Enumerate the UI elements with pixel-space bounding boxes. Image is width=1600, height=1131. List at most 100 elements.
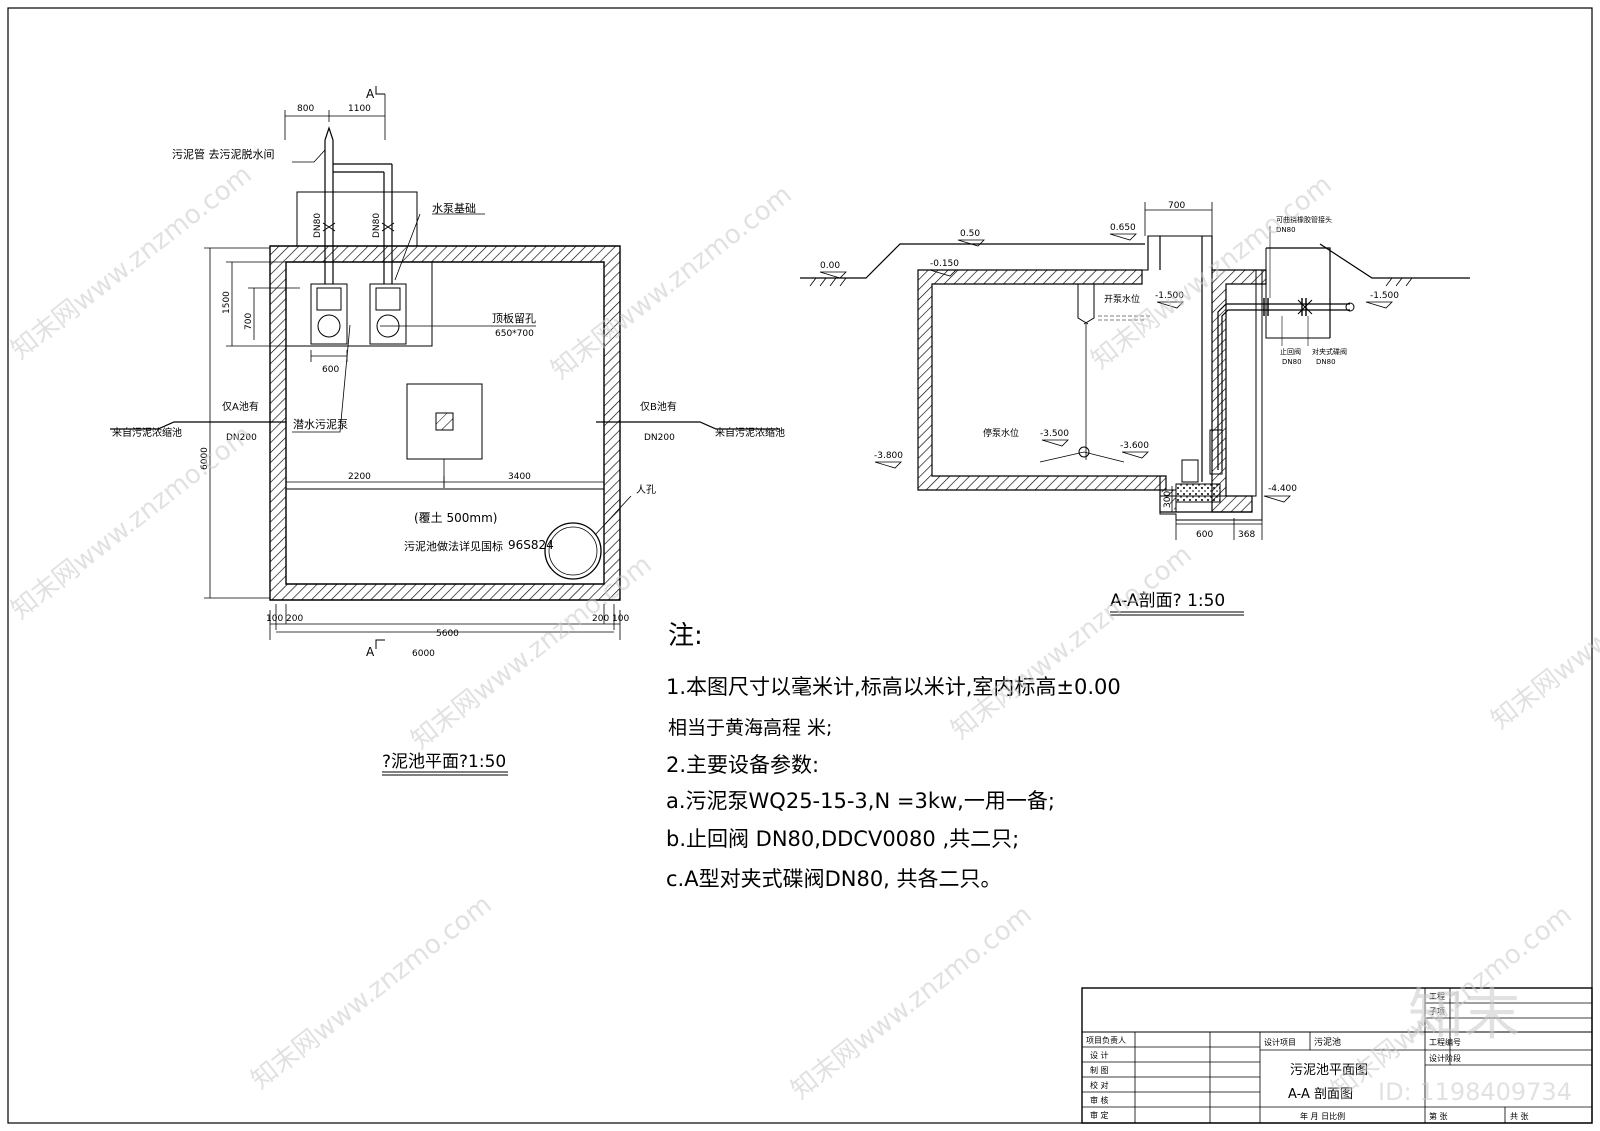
brand-id: ID: 1198409734 (1378, 1078, 1572, 1106)
elev-0-50: 0.50 (960, 229, 980, 239)
plan-view (110, 86, 780, 776)
roof-opening (406, 383, 483, 460)
section-view (800, 202, 1470, 616)
inlet-left-dn: DN200 (226, 433, 257, 443)
inlet-right-dn: DN200 (644, 433, 675, 443)
dim-300: 300 (1163, 491, 1173, 508)
elev-minus-3-600: -3.600 (1120, 441, 1149, 451)
dim-600: 600 (322, 365, 339, 375)
inlet-left-from: 来自污泥浓缩池 (112, 426, 182, 439)
dim-1500: 1500 (222, 291, 232, 314)
tb-approve: 审 定 (1090, 1110, 1109, 1120)
note-line-6: c.A型对夹式碟阀DN80, 共各二只。 (666, 867, 1002, 891)
tb-design-item-label: 设计项目 (1264, 1037, 1296, 1047)
note-line-4: a.污泥泵WQ25-15-3,N =3kw,一用一备; (666, 789, 1055, 813)
dn80-left: DN80 (313, 213, 323, 238)
inlet-left-note: 仅A池有 (222, 400, 259, 413)
section-dim-700: 700 (1168, 201, 1185, 211)
elev-0-650: 0.650 (1110, 223, 1136, 233)
notes: 注: 1.本图尺寸以毫米计,标高以米计,室内标高±0.00 相当于黄海高程 米;… (666, 621, 1121, 891)
tb-project-lead: 项目负责人 (1086, 1035, 1126, 1045)
dim-2200: 2200 (348, 472, 371, 482)
tb-drawing-name-2: A-A 剖面图 (1288, 1087, 1353, 1102)
dims-bottom-right: 200 100 (592, 614, 629, 624)
note-line-5: b.止回阀 DN80,DDCV0080 ,共二只; (666, 827, 1019, 851)
tb-sub-project: 子项 (1429, 1007, 1445, 1016)
dim-5600: 5600 (436, 629, 459, 639)
tb-design-item: 污泥池 (1314, 1036, 1341, 1048)
stop-level-label: 停泵水位 (983, 427, 1019, 439)
hose-dn: DN80 (1276, 226, 1296, 234)
dim-6000-v: 6000 (200, 447, 210, 470)
plan-title: ?泥池平面?1:50 (382, 752, 506, 772)
title-block (1081, 987, 1593, 1124)
tb-work-no: 工程编号 (1429, 1037, 1461, 1047)
svg-text:知末网www.znzmo.com: 知末网www.znzmo.com (246, 890, 498, 1096)
tb-date-scale: 年 月 日比例 (1300, 1111, 1345, 1121)
tb-engineering: 工程 (1429, 992, 1445, 1001)
elev-minus-3-500: -3.500 (1040, 429, 1069, 439)
brand-logo: 知末 (1408, 983, 1520, 1048)
method-note: 污泥池做法详见国标 (404, 539, 503, 553)
tb-total: 共 张 (1510, 1112, 1529, 1121)
tb-design: 设 计 (1090, 1050, 1109, 1060)
roof-opening-label: 顶板留孔 (492, 311, 536, 325)
dim-3400: 3400 (508, 472, 531, 482)
roof-opening-size: 650*700 (495, 329, 534, 339)
dim-700: 700 (244, 313, 254, 330)
svg-text:知末网www.znzmo.com: 知末网www.znzmo.com (546, 180, 798, 386)
tb-design-stage: 设计阶段 (1429, 1053, 1461, 1063)
elev-0-00: 0.00 (820, 261, 840, 271)
pipe-note: 污泥管 去污泥脱水间 (172, 147, 275, 161)
dim-6000-h: 6000 (412, 649, 435, 659)
hose-joint-label: 可曲挠橡胶管接头 (1276, 215, 1332, 224)
butterfly-valve-label: 对夹式碟阀 (1312, 347, 1347, 356)
svg-text:知末网www.znzmo.com: 知末网www.znzmo.com (6, 420, 258, 626)
section-pump (1181, 459, 1199, 483)
tb-review: 审 核 (1090, 1095, 1109, 1105)
svg-text:知末网www.znzmo.com: 知末网www.znzmo.com (786, 900, 1038, 1106)
submersible-pump-label: 潜水污泥泵 (293, 417, 348, 431)
elev-minus-1-500-in: -1.500 (1155, 291, 1184, 301)
svg-text:知末网www.znzmo.com: 知末网www.znzmo.com (946, 540, 1198, 746)
elev-minus-0-150: -0.150 (930, 259, 959, 269)
start-level-label: 开泵水位 (1104, 293, 1140, 305)
std-code: 96S824 (508, 538, 554, 552)
title-block-text: 项目负责人 设 计 制 图 校 对 审 核 审 定 设计项目 污泥池 污泥池平面… (1086, 992, 1529, 1121)
section-mark-top: A (366, 87, 375, 101)
elev-minus-1-500-out: -1.500 (1370, 291, 1399, 301)
section-title: A-A剖面? 1:50 (1110, 591, 1225, 611)
dim-800: 800 (297, 104, 314, 114)
dim-1100: 1100 (348, 104, 371, 114)
manhole (544, 522, 602, 580)
plan-wall-hatch (269, 245, 621, 601)
check-valve-dn: DN80 (1282, 358, 1302, 366)
dim-600-section: 600 (1196, 530, 1213, 540)
note-line-3: 2.主要设备参数: (666, 753, 819, 777)
svg-text:知末网www.znzmo.com: 知末网www.znzmo.com (1486, 530, 1600, 736)
manhole-label: 人孔 (636, 484, 656, 496)
note-line-1: 1.本图尺寸以毫米计,标高以米计,室内标高±0.00 (666, 675, 1121, 699)
section-mark-bottom: A (366, 645, 375, 659)
dim-368: 368 (1238, 530, 1255, 540)
tb-drawing-name-1: 污泥池平面图 (1290, 1063, 1368, 1078)
elev-minus-3-800: -3.800 (874, 451, 903, 461)
svg-text:知末网www.znzmo.com: 知末网www.znzmo.com (6, 160, 258, 366)
dn80-right: DN80 (372, 213, 382, 238)
tb-sheet-no: 第 张 (1429, 1111, 1448, 1121)
cover-soil: (覆土 500mm) (414, 511, 497, 525)
inlet-right-from: 来自污泥浓缩池 (715, 426, 785, 439)
brand-watermark: 知末 ID: 1198409734 (1378, 983, 1572, 1106)
pump-left (310, 283, 348, 345)
note-line-2: 相当于黄海高程 米; (668, 717, 832, 739)
check-valve-label: 止回阀 (1280, 347, 1301, 356)
sheet-border (7, 7, 1593, 1124)
notes-header: 注: (668, 621, 703, 651)
dims-bottom-left: 100 200 (266, 614, 303, 624)
watermark-layer: 知末网www.znzmo.com 知末网www.znzmo.com 知末网www… (6, 160, 1600, 1106)
tb-drawing: 制 图 (1090, 1065, 1109, 1075)
butterfly-valve-dn: DN80 (1316, 358, 1336, 366)
svg-text:知末网www.znzmo.com: 知末网www.znzmo.com (406, 550, 658, 756)
pump-right (369, 283, 407, 345)
